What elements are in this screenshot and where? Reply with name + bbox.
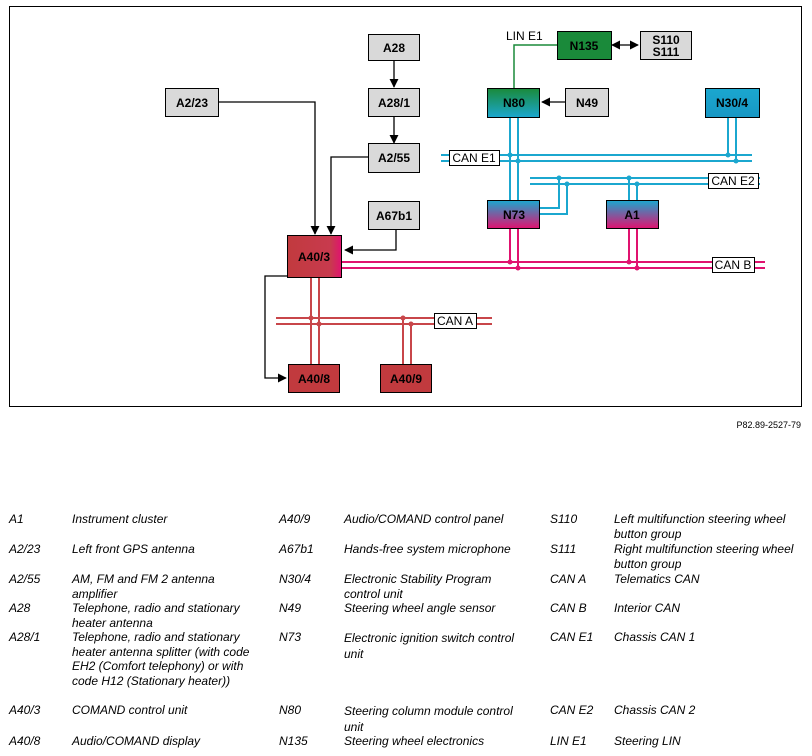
lin-e1-line [513, 44, 557, 88]
can-a-label: CAN A [434, 313, 477, 329]
legend-code: A40/9 [279, 512, 311, 526]
svg-text:S111: S111 [653, 45, 680, 59]
svg-text:N30/4: N30/4 [716, 96, 748, 110]
legend-code: A40/8 [9, 734, 41, 748]
legend-code: N135 [279, 734, 308, 748]
node-a1: A1 [606, 200, 659, 229]
can-e1-label: CAN E1 [449, 150, 500, 166]
legend-description: Right multifunction steering wheel butto… [614, 542, 794, 571]
legend-code: CAN A [550, 572, 587, 586]
legend-description: COMAND control unit [72, 703, 188, 717]
svg-text:N49: N49 [576, 96, 598, 110]
svg-text:N135: N135 [570, 39, 599, 53]
legend-description: Telephone, radio and stationary heater a… [72, 630, 250, 688]
node-a28: A28 [368, 34, 420, 61]
legend-code: CAN B [550, 601, 587, 615]
legend-code: N73 [279, 630, 302, 644]
legend-description: Steering wheel electronics [344, 734, 485, 748]
legend-description: Steering wheel angle sensor [344, 601, 496, 615]
legend-code: N30/4 [279, 572, 312, 586]
node-n80: N80 [487, 88, 540, 118]
legend-description: Chassis CAN 2 [614, 703, 696, 717]
node-a40-3: A40/3 [287, 235, 342, 278]
svg-text:A2/55: A2/55 [378, 151, 410, 165]
node-s110-s111: S110 S111 [640, 31, 692, 60]
legend-code: S110 [550, 512, 578, 526]
node-n73: N73 [487, 200, 540, 229]
svg-text:A1: A1 [624, 208, 640, 222]
legend-code: A2/23 [9, 542, 41, 556]
wiring-diagram: A28 A28/1 A2/55 A2/23 A67b1 A40/3 A40/8 … [9, 6, 802, 407]
legend-description: Audio/COMAND display [72, 734, 201, 748]
can-b-bus [342, 228, 765, 269]
legend-code: A28 [9, 601, 31, 615]
legend-description: Chassis CAN 1 [614, 630, 696, 644]
node-a67b1: A67b1 [368, 201, 420, 230]
node-n49: N49 [565, 88, 609, 117]
svg-text:CAN E1: CAN E1 [452, 151, 496, 165]
legend-description: Interior CAN [614, 601, 681, 615]
legend-description: Telephone, radio and stationary heater a… [72, 601, 240, 630]
legend-description: Left multifunction steering wheel button… [614, 512, 786, 541]
legend-description: Telematics CAN [614, 572, 700, 586]
svg-text:A67b1: A67b1 [376, 209, 412, 223]
legend-code: LIN E1 [550, 734, 587, 748]
svg-text:CAN A: CAN A [437, 314, 473, 328]
can-b-label: CAN B [712, 257, 755, 273]
legend-description: Electronic Stability Program control uni… [344, 572, 492, 601]
svg-text:S110: S110 [652, 33, 680, 47]
node-a2-23: A2/23 [165, 88, 219, 117]
can-e1-junctions [507, 152, 739, 164]
node-a2-55: A2/55 [368, 143, 420, 173]
signal-arrows [219, 40, 639, 383]
can-e2-label: CAN E2 [708, 173, 759, 189]
lin-e1-label: LIN E1 [506, 29, 543, 43]
svg-text:A40/9: A40/9 [390, 372, 422, 386]
legend-description: Electronic ignition switch control unit [344, 631, 515, 661]
svg-text:A2/23: A2/23 [176, 96, 208, 110]
node-a40-9: A40/9 [380, 364, 432, 393]
legend-code: A28/1 [9, 630, 41, 644]
svg-text:N73: N73 [503, 208, 525, 222]
legend-description: Hands-free system microphone [344, 542, 511, 556]
legend-code: N49 [279, 601, 302, 615]
legend-code: N80 [279, 703, 302, 717]
svg-text:CAN E2: CAN E2 [711, 174, 755, 188]
can-a-junctions [308, 315, 414, 327]
diagram-frame [9, 6, 802, 407]
legend-description: Instrument cluster [72, 512, 168, 526]
legend-code: S111 [550, 542, 577, 556]
node-n30-4: N30/4 [705, 88, 760, 118]
legend-code: A1 [9, 512, 24, 526]
legend-description: Audio/COMAND control panel [344, 512, 504, 526]
legend-code: CAN E1 [550, 630, 594, 644]
node-n135: N135 [557, 31, 612, 60]
diagram-reference-code: P82.89-2527-79 [736, 420, 801, 430]
svg-text:CAN B: CAN B [715, 258, 752, 272]
legend-code: A67b1 [279, 542, 314, 556]
svg-text:A40/8: A40/8 [298, 372, 330, 386]
svg-text:A28/1: A28/1 [378, 96, 410, 110]
svg-text:A28: A28 [383, 41, 405, 55]
can-b-junctions [507, 259, 640, 271]
node-a28-1: A28/1 [368, 88, 420, 117]
legend-description: Steering column module control unit [344, 704, 513, 734]
legend-code: A2/55 [9, 572, 41, 586]
svg-text:N80: N80 [503, 96, 525, 110]
legend-description: AM, FM and FM 2 antenna amplifier [72, 572, 215, 601]
legend-code: CAN E2 [550, 703, 594, 717]
can-e2-junctions [556, 175, 640, 187]
legend-description: Steering LIN [614, 734, 681, 748]
legend-description: Left front GPS antenna [72, 542, 195, 556]
node-a40-8: A40/8 [288, 364, 340, 393]
legend-code: A40/3 [9, 703, 41, 717]
svg-text:A40/3: A40/3 [298, 250, 330, 264]
